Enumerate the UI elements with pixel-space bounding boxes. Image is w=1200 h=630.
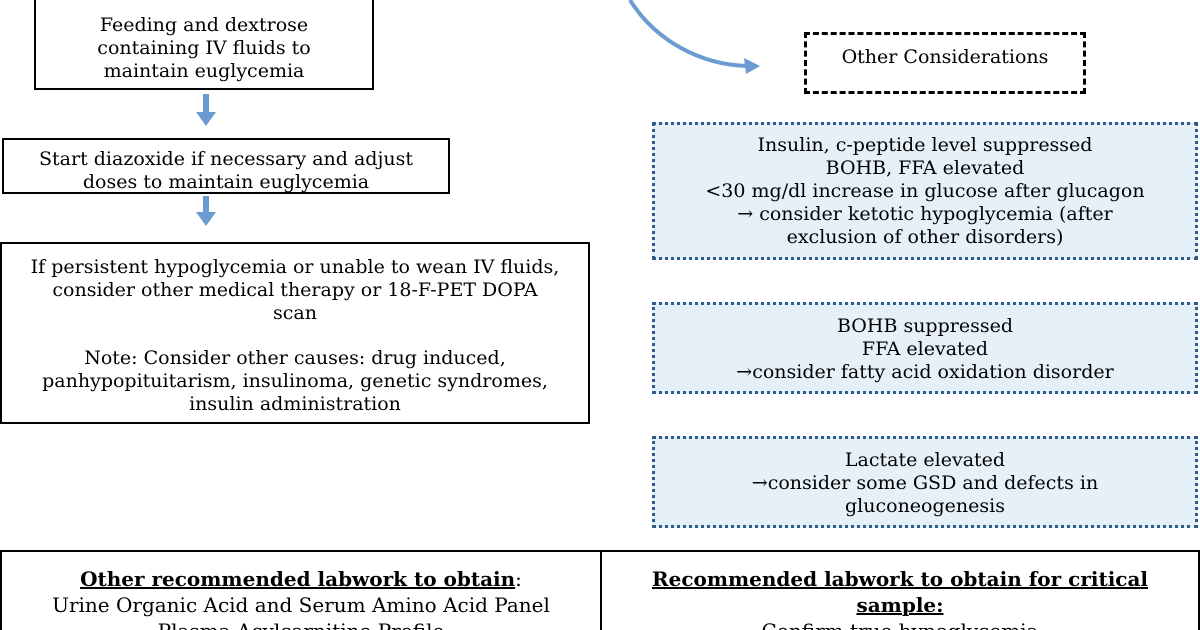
note-line-1: Note: Consider other causes: drug induce… [84,347,506,369]
ketotic-line-1: Insulin, c-peptide level suppressed [757,134,1093,156]
critical-sample-labwork-box: Recommended labwork to obtain for critic… [600,550,1200,630]
diazoxide-line-1: Start diazoxide if necessary and adjust [39,148,413,170]
ketotic-line-5: exclusion of other disorders) [786,226,1064,248]
critical-labwork-title-2: sample: [856,593,944,617]
persistent-line-3: scan [273,302,317,324]
persistent-line-1: If persistent hypoglycemia or unable to … [30,256,560,278]
feeding-line-3: maintain euglycemia [103,60,305,82]
ketotic-line-2: BOHB, FFA elevated [825,157,1025,179]
other-labwork-colon: : [515,567,522,591]
other-considerations-box: Other Considerations [804,32,1086,94]
fatty-acid-line-2: FFA elevated [861,338,989,360]
critical-labwork-line-1: Confirm true hypoglycemia [602,618,1198,630]
other-labwork-title: Other recommended labwork to obtain [80,567,516,591]
lactate-line-1: Lactate elevated [844,449,1006,471]
diazoxide-line-2: doses to maintain euglycemia [82,171,370,193]
fatty-acid-line-3: →consider fatty acid oxidation disorder [736,361,1114,383]
ketotic-line-3: <30 mg/dl increase in glucose after gluc… [705,180,1145,202]
fatty-acid-oxidation-box: BOHB suppressed FFA elevated →consider f… [652,302,1198,394]
diazoxide-box: Start diazoxide if necessary and adjust … [2,138,450,194]
persistent-line-2: consider other medical therapy or 18-F-P… [52,279,538,301]
feeding-line-1: Feeding and dextrose [99,14,309,36]
other-labwork-heading: Other recommended labwork to obtain: [2,566,600,592]
down-arrow-icon [196,196,216,226]
note-line-3: insulin administration [189,393,401,415]
lactate-line-2: →consider some GSD and defects in [751,472,1099,494]
other-labwork-line-1: Urine Organic Acid and Serum Amino Acid … [52,593,550,617]
note-line-2: panhypopituitarism, insulinoma, genetic … [42,370,548,392]
critical-labwork-title-1: Recommended labwork to obtain for critic… [651,567,1149,591]
persistent-hypoglycemia-box: If persistent hypoglycemia or unable to … [0,242,590,424]
feeding-line-2: containing IV fluids to [97,37,311,59]
ketotic-line-4: → consider ketotic hypoglycemia (after [737,203,1113,225]
fatty-acid-line-1: BOHB suppressed [836,315,1013,337]
feeding-box: Feeding and dextrose containing IV fluid… [34,0,374,90]
other-considerations-title: Other Considerations [841,46,1049,68]
lactate-line-3: gluconeogenesis [845,495,1005,517]
ketotic-hypoglycemia-box: Insulin, c-peptide level suppressed BOHB… [652,122,1198,260]
down-arrow-icon [196,94,216,126]
other-labwork-line-2: Plasma Acylcarnitine Profile [2,618,600,630]
lactate-box: Lactate elevated →consider some GSD and … [652,436,1198,528]
other-labwork-box: Other recommended labwork to obtain: Uri… [0,550,602,630]
curved-arrow-icon [628,0,760,74]
